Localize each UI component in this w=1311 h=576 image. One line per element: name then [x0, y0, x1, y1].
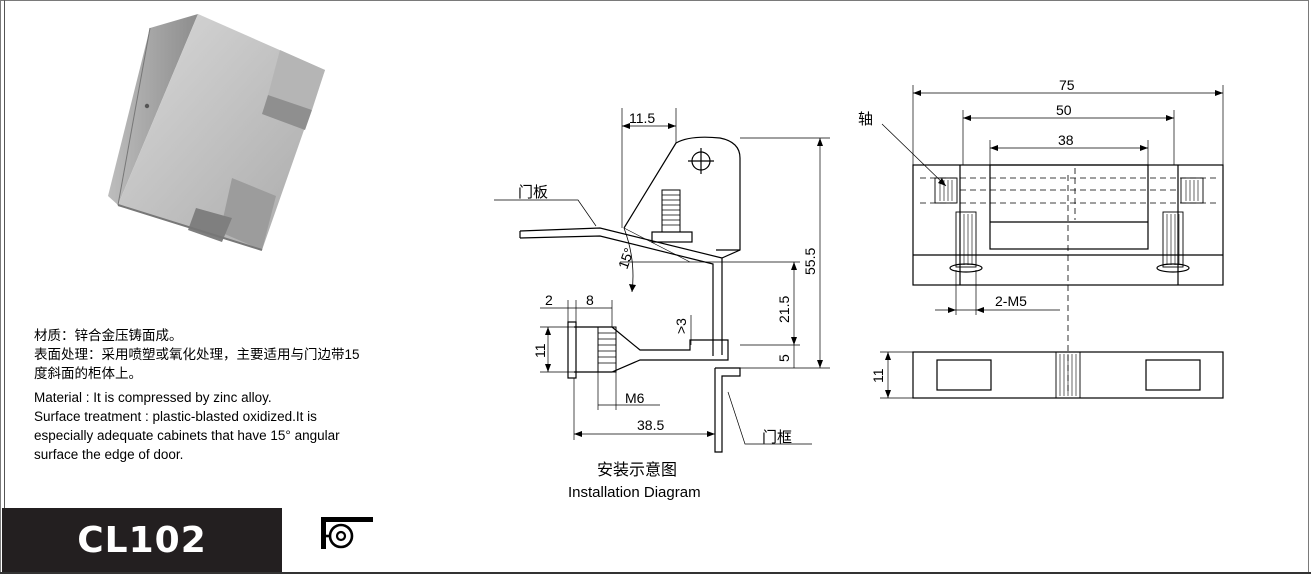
door-frame-label: 门框 [762, 429, 792, 446]
treatment-en-text-2: especially adequate cabinets that have 1… [34, 428, 340, 443]
treatment-cn-text-2: 度斜面的柜体上。 [34, 366, 142, 381]
dim-11-5-label: 11.5 [629, 110, 655, 126]
model-number-badge: CL102 [2, 508, 282, 572]
screw-2-m5-label: 2-M5 [995, 293, 1027, 309]
treatment-cn-text-1: 表面处理：采用喷塑或氧化处理，主要适用与门边带15 [34, 347, 360, 362]
installation-title-en: Installation Diagram [568, 484, 701, 501]
material-en-text: Material : It is compressed by zinc allo… [34, 390, 272, 405]
dim-greater-3-label: >3 [673, 318, 689, 334]
dim-55-5-label: 55.5 [802, 248, 818, 275]
left-border-rule [4, 0, 5, 508]
dim-38-5-label: 38.5 [637, 417, 664, 433]
dim-2-label: 2 [545, 292, 553, 308]
dim-8-label: 8 [586, 292, 594, 308]
front-view-diagram [880, 85, 1224, 399]
installation-diagram [494, 108, 830, 453]
dim-75-label: 75 [1059, 77, 1075, 93]
hinge-product-image [108, 14, 325, 251]
dim-m6-label: M6 [625, 390, 645, 406]
dim-21-5-label: 21.5 [776, 296, 792, 323]
dim-5-label: 5 [776, 354, 792, 362]
bottom-border-rule [0, 572, 1311, 574]
dim-11-front-label: 11 [870, 368, 886, 383]
dim-50-label: 50 [1056, 102, 1072, 118]
door-panel-label: 门板 [518, 183, 548, 201]
installation-title-cn: 安装示意图 [597, 460, 677, 479]
material-cn-text: 材质：锌合金压铸面成。 [34, 328, 183, 343]
angle-15-label: 15° [615, 246, 637, 271]
treatment-en-text-3: surface the edge of door. [34, 447, 184, 462]
treatment-en-text-1: Surface treatment : plastic-blasted oxid… [34, 409, 317, 424]
dim-38-label: 38 [1058, 132, 1074, 148]
hinge-mount-symbol-icon [321, 517, 373, 549]
axis-label: 轴 [858, 111, 873, 128]
dim-11-side-label: 11 [532, 343, 548, 358]
